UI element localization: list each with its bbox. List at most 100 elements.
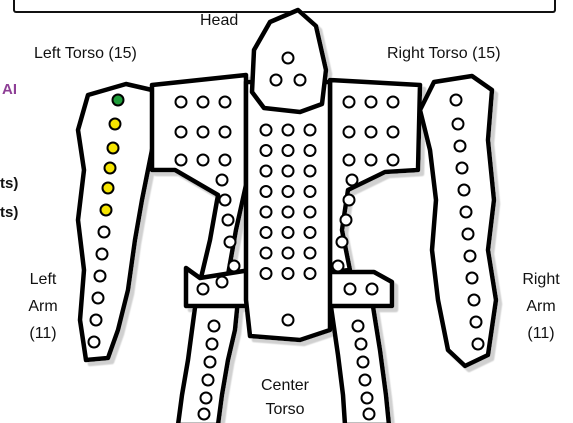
right-arm-armor-pip <box>463 229 474 240</box>
center-torso-armor-pip <box>283 315 294 326</box>
right-torso-armor-pip <box>366 97 377 108</box>
right-arm-armor-pip <box>471 317 482 328</box>
right-leg-armor-pip <box>353 321 364 332</box>
center-torso-armor-pip <box>305 125 316 136</box>
right-leg-armor-pip <box>364 409 375 420</box>
center-torso-armor-pip <box>283 145 294 156</box>
left-torso-armor-pip <box>229 261 240 272</box>
left-torso-armor-pip <box>217 175 228 186</box>
right-arm-armor-pip <box>455 141 466 152</box>
right-torso-armor-pip <box>388 127 399 138</box>
left-leg-armor-pip <box>201 393 212 404</box>
left-leg-armor-pip <box>207 339 218 350</box>
right-arm-armor-pip <box>473 339 484 350</box>
right-arm-armor-pip <box>453 119 464 130</box>
right-torso-armor-pip <box>344 155 355 166</box>
left-torso-armor-pip <box>220 155 231 166</box>
right-torso-armor-pip <box>337 237 348 248</box>
head-armor-pip <box>271 75 282 86</box>
right-torso-armor-pip <box>333 261 344 272</box>
left-torso-armor-pip <box>223 215 234 226</box>
right-torso-armor-pip <box>347 175 358 186</box>
left-arm-armor-pip <box>110 119 121 130</box>
left-arm-armor-pip <box>99 227 110 238</box>
right-arm-armor-pip <box>465 251 476 262</box>
center-torso-armor-pip <box>283 166 294 177</box>
right-arm-label: Right Arm (11) <box>516 266 566 347</box>
right-torso-armor-pip <box>344 97 355 108</box>
left-arm-armor-pip <box>103 183 114 194</box>
right-leg-armor-pip <box>362 393 373 404</box>
left-leg-armor-pip <box>199 409 210 420</box>
head-label: Head <box>200 10 238 32</box>
right-torso-armor-pip <box>388 155 399 166</box>
right-arm-armor-pip <box>459 185 470 196</box>
right-arm-label-line: Right <box>516 266 566 293</box>
center-torso-armor-pip <box>283 227 294 238</box>
right-arm-armor-pip <box>461 207 472 218</box>
center-torso-armor-pip <box>261 145 272 156</box>
right-torso-rear-armor-pip <box>367 284 378 295</box>
left-torso-armor-pip <box>220 97 231 108</box>
left-arm-armor-pip <box>93 293 104 304</box>
center-torso-armor-pip <box>305 227 316 238</box>
center-torso-armor-pip <box>305 166 316 177</box>
left-arm-armor-pip <box>95 271 106 282</box>
center-torso-label-line: Center <box>250 374 320 398</box>
center-torso-armor-pip <box>261 125 272 136</box>
center-torso-armor-pip <box>261 248 272 259</box>
left-torso-rear-armor-pip <box>198 284 209 295</box>
left-leg-armor-pip <box>205 357 216 368</box>
left-arm-armor-pip <box>105 163 116 174</box>
center-torso-armor-pip <box>283 207 294 218</box>
left-torso-armor-pip <box>198 155 209 166</box>
left-arm-armor-count: (11) <box>18 320 68 347</box>
center-torso-armor-pip <box>305 268 316 279</box>
left-torso-armor-pip <box>220 195 231 206</box>
left-torso-armor-pip <box>176 97 187 108</box>
right-leg-armor-pip <box>356 339 367 350</box>
right-torso-armor-pip <box>344 127 355 138</box>
right-arm-armor-pip <box>451 95 462 106</box>
left-torso-armor-pip <box>198 127 209 138</box>
right-torso-armor-pip <box>344 195 355 206</box>
right-arm-armor-pip <box>469 295 480 306</box>
left-leg-armor-pip <box>203 375 214 386</box>
left-torso-armor-pip <box>176 127 187 138</box>
right-arm-armor-count: (11) <box>516 320 566 347</box>
center-torso-armor-pip <box>283 186 294 197</box>
right-arm-label-line: Arm <box>516 293 566 320</box>
left-arm-label-line: Arm <box>18 293 68 320</box>
center-torso-armor-pip <box>305 207 316 218</box>
left-torso-rear-armor-pip <box>217 277 228 288</box>
left-torso-armor-pip <box>198 97 209 108</box>
center-torso-armor-pip <box>283 248 294 259</box>
center-torso-armor-pip <box>261 268 272 279</box>
left-arm-armor-pip <box>97 249 108 260</box>
center-torso-armor-pip <box>305 248 316 259</box>
right-torso-armor-pip <box>366 127 377 138</box>
left-torso-label: Left Torso (15) <box>34 43 137 65</box>
center-torso-armor-pip <box>261 166 272 177</box>
right-leg-armor-pip <box>360 375 371 386</box>
left-arm-label-line: Left <box>18 266 68 293</box>
center-torso-armor-pip <box>305 145 316 156</box>
left-arm-label: Left Arm (11) <box>18 266 68 347</box>
center-torso-label-line: Torso <box>250 398 320 422</box>
center-torso-label: Center Torso <box>250 374 320 422</box>
center-torso-armor-pip <box>283 125 294 136</box>
left-arm-armor-pip <box>91 315 102 326</box>
left-arm-armor-pip <box>108 143 119 154</box>
left-arm-armor-pip <box>101 205 112 216</box>
right-arm-armor-pip <box>457 163 468 174</box>
right-torso-armor-pip <box>366 155 377 166</box>
head-armor-pip <box>283 53 294 64</box>
left-arm-armor-pip <box>113 95 124 106</box>
right-leg-armor-pip <box>358 357 369 368</box>
right-torso-armor-pip <box>388 97 399 108</box>
right-torso-rear-armor-pip <box>345 284 356 295</box>
left-torso-armor-pip <box>225 237 236 248</box>
right-torso-armor-pip <box>341 215 352 226</box>
left-arm-armor-pip <box>89 337 100 348</box>
left-leg-armor-pip <box>209 321 220 332</box>
